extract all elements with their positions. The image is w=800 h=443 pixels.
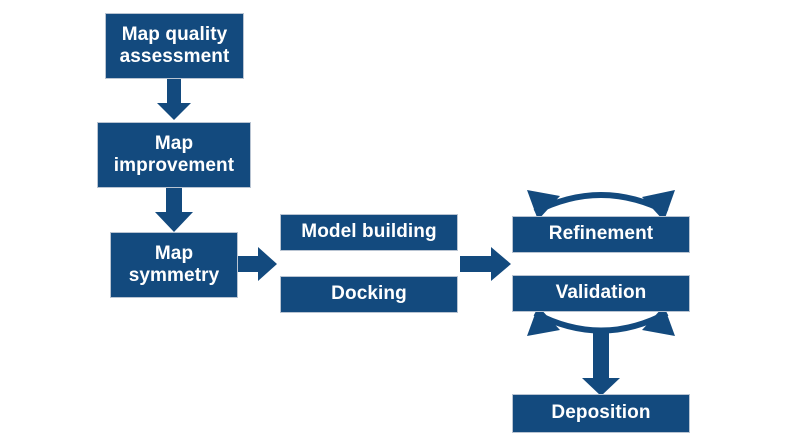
node-label-refinement: Refinement <box>548 223 654 245</box>
node-validation[interactable]: Validation <box>512 275 690 312</box>
connector-validation-to-deposition <box>582 330 620 396</box>
connector-symmetry-to-building <box>238 247 277 281</box>
node-label-docking: Docking <box>331 283 407 305</box>
connector-quality-to-improvement <box>157 78 191 120</box>
node-refinement[interactable]: Refinement <box>512 216 690 253</box>
connector-building-to-refinement <box>460 247 511 281</box>
node-deposition[interactable]: Deposition <box>512 394 690 433</box>
node-label-map-symmetry: Map symmetry <box>128 242 220 286</box>
node-map-symmetry[interactable]: Map symmetry <box>110 232 238 298</box>
node-docking[interactable]: Docking <box>280 276 458 313</box>
node-label-map-improvement: Map improvement <box>113 132 235 176</box>
node-label-map-quality-assessment: Map quality assessment <box>119 23 230 67</box>
node-model-building[interactable]: Model building <box>280 214 458 251</box>
node-label-validation: Validation <box>555 282 647 304</box>
node-label-model-building: Model building <box>301 221 437 243</box>
node-map-improvement[interactable]: Map improvement <box>97 122 251 188</box>
node-label-deposition: Deposition <box>551 402 651 424</box>
connector-improvement-to-symmetry <box>155 188 193 232</box>
node-map-quality-assessment[interactable]: Map quality assessment <box>105 13 244 79</box>
connector-cycle-top <box>527 190 675 221</box>
